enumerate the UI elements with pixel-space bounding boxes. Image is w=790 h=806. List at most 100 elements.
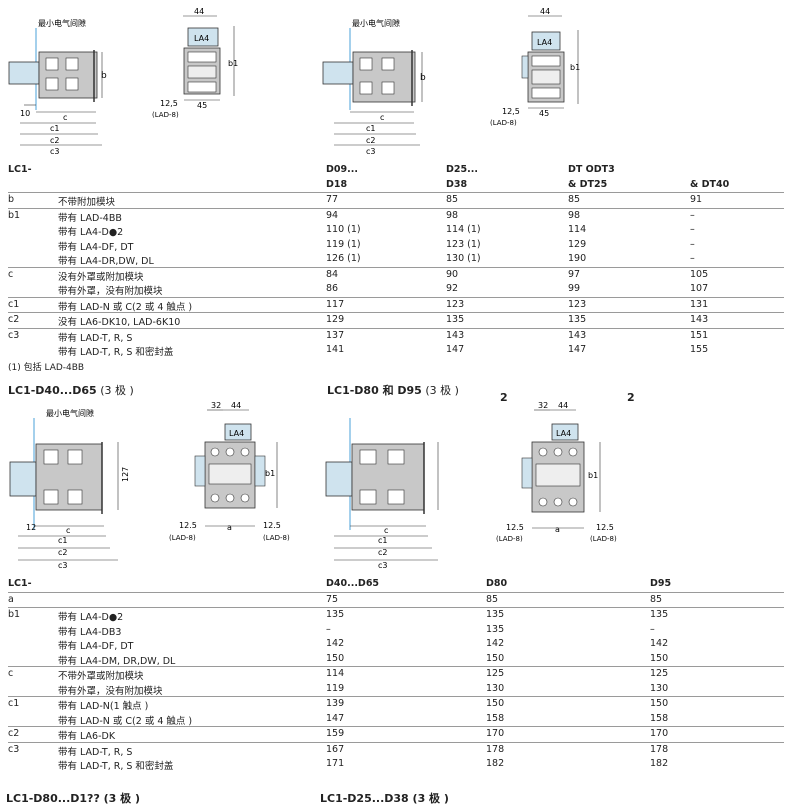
value-cell: 143 xyxy=(446,329,465,341)
row-description: 带有 LAD-4BB xyxy=(58,212,122,224)
dim-a: a xyxy=(227,523,232,532)
dim-b: b xyxy=(420,73,426,83)
footnote: (1) 包括 LAD-4BB xyxy=(8,362,85,373)
section-title-cutoff-left: LC1-D80...D1?? (3 极 ) xyxy=(6,792,141,805)
dim-c: c xyxy=(380,113,384,122)
clearance-label: 最小电气间隙 xyxy=(46,408,94,418)
value-cell: 94 xyxy=(326,209,339,221)
row-description: 没有 LA6-DK10, LAD-6K10 xyxy=(58,317,181,328)
dim-c3: c3 xyxy=(58,561,68,570)
row-description: 没有外罩或附加模块 xyxy=(58,271,144,283)
header-cell: LC1- xyxy=(8,578,32,589)
row-description: 不带附加模块 xyxy=(58,197,116,208)
table-header-row: LC1- D40...D65 D80 D95 xyxy=(8,577,784,592)
row-description: 带有 LA4-DM, DR,DW, DL xyxy=(58,655,176,667)
dim-44: 44 xyxy=(231,401,241,410)
header-cell: D38 xyxy=(446,178,468,190)
dim-a: a xyxy=(555,525,560,534)
dim-32: 32 xyxy=(538,401,548,410)
dim-c3: c3 xyxy=(378,561,388,570)
value-cell: 135 xyxy=(650,609,669,620)
dim-b1: b1 xyxy=(570,63,580,72)
row-description: 带有 LAD-T, R, S xyxy=(58,746,133,758)
dim-c1: c1 xyxy=(58,536,68,545)
lad8-label: (LAD-8) xyxy=(496,535,523,543)
top-dimensions-table: LC1- D09... D25... DT ODT3 D18 D38 & DT2… xyxy=(8,163,784,373)
header-cell: D40...D65 xyxy=(326,578,380,589)
dim-44: 44 xyxy=(558,401,568,410)
la4-label: LA4 xyxy=(537,38,552,47)
row-description: 带有 LAD-N(1 触点 ) xyxy=(58,701,149,712)
clearance-label: 最小电气间隙 xyxy=(38,18,86,28)
value-cell: 150 xyxy=(486,698,505,709)
value-cell: 158 xyxy=(486,712,505,724)
lad8-label: (LAD-8) xyxy=(590,535,617,543)
value-cell: 150 xyxy=(650,652,669,664)
dim-c2: c2 xyxy=(378,548,388,557)
value-cell: 84 xyxy=(326,268,339,280)
value-cell: 135 xyxy=(486,623,505,635)
value-cell: 110 (1) xyxy=(326,224,361,235)
value-cell: 170 xyxy=(486,728,505,739)
section-title-cutoff-right: LC1-D25...D38 (3 极 ) xyxy=(320,792,449,805)
dim-12: 12 xyxy=(26,523,36,532)
value-cell: 85 xyxy=(446,194,459,205)
value-cell: 142 xyxy=(486,638,505,649)
la4-label: LA4 xyxy=(229,429,244,438)
lad8-label: (LAD-8) xyxy=(263,534,290,542)
row-description: 带有 LA4-D●2 xyxy=(58,612,124,623)
dim-45: 45 xyxy=(539,109,549,118)
value-cell: 135 xyxy=(326,609,345,620)
dim-c3: c3 xyxy=(50,147,60,156)
row-description: 带有外罩，没有附加模块 xyxy=(58,286,163,297)
value-cell: 155 xyxy=(690,344,709,355)
row-description: 带有 LA4-DB3 xyxy=(58,626,122,638)
dim-10: 10 xyxy=(20,109,30,118)
value-cell: 190 xyxy=(568,253,587,264)
header-cell: LC1- xyxy=(8,164,32,175)
dimension-key: c xyxy=(8,268,14,280)
value-cell: 139 xyxy=(326,698,345,709)
value-cell: 150 xyxy=(650,698,669,709)
value-cell: 135 xyxy=(568,314,587,325)
section-title-d40-d65: LC1-D40...D65 (3 极 ) xyxy=(8,384,134,397)
value-cell: 98 xyxy=(568,209,581,221)
row-description: 带有 LA4-DR,DW, DL xyxy=(58,256,154,267)
value-cell: 105 xyxy=(690,268,709,280)
header-cell: D25... xyxy=(446,164,478,175)
dim-c2: c2 xyxy=(50,136,60,145)
value-cell: 99 xyxy=(568,283,581,294)
value-cell: 143 xyxy=(690,314,709,325)
top-right-side-view-diagram: 最小电气间隙 b c c1 c2 c3 xyxy=(322,18,426,156)
value-cell: 150 xyxy=(326,652,345,664)
note-mark: 2 xyxy=(500,391,508,404)
dim-c1: c1 xyxy=(366,124,376,133)
dimension-key: c3 xyxy=(8,743,20,755)
dim-c2: c2 xyxy=(58,548,68,557)
dim-44: 44 xyxy=(194,7,204,16)
dim-12-5: 12.5 xyxy=(263,521,281,530)
value-cell: – xyxy=(690,224,695,235)
value-cell: 85 xyxy=(568,194,581,205)
value-cell: 119 xyxy=(326,682,345,694)
value-cell: 98 xyxy=(446,209,459,221)
value-cell: 77 xyxy=(326,194,339,205)
row-description: 带有外罩，没有附加模块 xyxy=(58,685,163,697)
row-description: 带有 LAD-N 或 C(2 或 4 触点 ) xyxy=(58,301,193,313)
dim-b1: b1 xyxy=(265,469,275,478)
dimension-key: c1 xyxy=(8,298,20,310)
dim-c1: c1 xyxy=(378,536,388,545)
row-description: 带有 LA4-DF, DT xyxy=(58,241,134,253)
row-description: 带有 LAD-N 或 C(2 或 4 触点 ) xyxy=(58,715,193,727)
dimension-key: c xyxy=(8,668,14,679)
value-cell: 114 xyxy=(326,668,345,679)
value-cell: 129 xyxy=(326,314,345,325)
value-cell: 90 xyxy=(446,268,459,280)
